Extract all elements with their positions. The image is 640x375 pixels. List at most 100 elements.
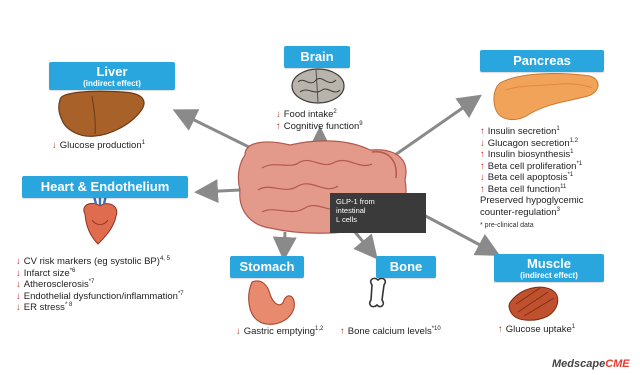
brain-effects: ↓Food intake2↑Cognitive function9 xyxy=(276,109,363,132)
footnote: * pre-clinical data xyxy=(480,220,620,232)
effect-item: ↓Gastric emptying1,2 xyxy=(236,326,323,338)
arrow-down-icon: ↓ xyxy=(16,256,21,267)
arrow-to-liver xyxy=(178,112,255,150)
effect-text: ER stress xyxy=(24,302,65,313)
effect-item: ↓Atherosclerosis*7 xyxy=(16,279,184,291)
stomach-label: Stomach xyxy=(230,256,304,278)
arrow-to-bone xyxy=(355,232,374,255)
reference-superscript: 2 xyxy=(333,109,336,115)
arrow-down-icon: ↓ xyxy=(480,172,485,183)
reference-superscript: 11 xyxy=(560,183,566,189)
stomach-icon xyxy=(249,281,295,324)
bone-label: Bone xyxy=(376,256,436,278)
reference-superscript: 9 xyxy=(359,120,362,126)
effect-text: Cognitive function xyxy=(284,121,360,132)
arrow-to-pancreas xyxy=(395,98,477,155)
effect-item: ↓Food intake2 xyxy=(276,109,363,121)
reference-superscript: 1 xyxy=(142,140,145,146)
arrow-down-icon: ↓ xyxy=(16,302,21,313)
effect-text: Glucagon secretion xyxy=(488,138,570,149)
heart-icon xyxy=(84,195,117,244)
effect-text: CV risk markers (eg systolic BP) xyxy=(24,256,160,267)
pancreas-icon xyxy=(494,74,598,120)
effect-text: Bone calcium levels xyxy=(348,326,432,337)
effect-text: Insulin biosynthesis xyxy=(488,149,570,160)
pancreas-effects: ↑Insulin secretion1↓Glucagon secretion1,… xyxy=(480,126,620,232)
effect-text: Beta cell function xyxy=(488,184,560,195)
arrow-up-icon: ↑ xyxy=(498,324,503,335)
arrow-down-icon: ↓ xyxy=(236,326,241,337)
effect-text: Beta cell apoptosis xyxy=(488,172,568,183)
effect-text: Insulin secretion xyxy=(488,126,557,137)
arrow-down-icon: ↓ xyxy=(276,109,281,120)
reference-superscript: *1 xyxy=(568,172,574,178)
effect-item: ↑Insulin biosynthesis1 xyxy=(480,149,620,161)
effect-item: ↓ER stress* 8 xyxy=(16,302,184,314)
muscle-effects: ↑Glucose uptake1 xyxy=(498,324,575,336)
brain-icon xyxy=(292,69,344,103)
arrow-to-heart xyxy=(200,190,240,192)
bone-icon xyxy=(370,278,386,306)
effect-item: ↑Insulin secretion1 xyxy=(480,126,620,138)
effect-item: ↓CV risk markers (eg systolic BP)4, 5 xyxy=(16,256,184,268)
reference-superscript: 1,2 xyxy=(570,137,578,143)
reference-superscript: *10 xyxy=(432,326,441,332)
reference-superscript: *1 xyxy=(576,160,582,166)
reference-superscript: 4, 5 xyxy=(160,256,170,262)
arrow-up-icon: ↑ xyxy=(340,326,345,337)
liver-label: Liver (indirect effect) xyxy=(49,62,175,90)
arrow-up-icon: ↑ xyxy=(480,149,485,160)
effect-item: ↓Beta cell apoptosis*1 xyxy=(480,172,620,184)
effect-item: ↑Cognitive function9 xyxy=(276,121,363,133)
reference-superscript: 1 xyxy=(572,324,575,330)
reference-superscript: 1 xyxy=(556,126,559,132)
effect-text: Beta cell proliferation xyxy=(488,161,577,172)
reference-superscript: 1 xyxy=(570,149,573,155)
effect-extra-text: Preserved hypoglycemic counter-regulatio… xyxy=(480,195,584,218)
reference-superscript: *7 xyxy=(89,279,95,285)
effect-extra: Preserved hypoglycemic counter-regulatio… xyxy=(480,195,620,218)
glp1-source-box: GLP-1 from intestinal L cells xyxy=(330,193,426,233)
effect-item: ↓Glucose production1 xyxy=(52,140,145,152)
effect-item: ↑Beta cell proliferation*1 xyxy=(480,161,620,173)
arrow-up-icon: ↑ xyxy=(480,161,485,172)
arrow-down-icon: ↓ xyxy=(16,268,21,279)
effect-item: ↓Glucagon secretion1,2 xyxy=(480,138,620,150)
arrow-down-icon: ↓ xyxy=(480,138,485,149)
arrow-up-icon: ↑ xyxy=(276,121,281,132)
pancreas-label: Pancreas xyxy=(480,50,604,72)
arrow-up-icon: ↑ xyxy=(480,184,485,195)
reference-superscript: 1,2 xyxy=(315,326,323,332)
heart-effects: ↓CV risk markers (eg systolic BP)4, 5↓In… xyxy=(16,256,184,314)
effect-item: ↓Endothelial dysfunction/inflammation*7 xyxy=(16,291,184,303)
reference-superscript: 3 xyxy=(557,206,560,212)
effect-item: ↑Glucose uptake1 xyxy=(498,324,575,336)
arrow-to-stomach xyxy=(284,232,285,255)
effect-text: Food intake xyxy=(284,109,334,120)
effect-text: Glucose uptake xyxy=(506,324,572,335)
muscle-icon xyxy=(509,287,558,320)
reference-superscript: *7 xyxy=(178,290,184,296)
reference-superscript: *6 xyxy=(70,267,76,273)
arrow-down-icon: ↓ xyxy=(16,291,21,302)
effect-item: ↑Beta cell function11 xyxy=(480,184,620,196)
bone-effects: ↑Bone calcium levels*10 xyxy=(340,326,441,338)
effect-text: Atherosclerosis xyxy=(24,279,89,290)
effect-text: Infarct size xyxy=(24,268,70,279)
muscle-label: Muscle (indirect effect) xyxy=(494,254,604,282)
effect-text: Endothelial dysfunction/inflammation xyxy=(24,291,178,302)
reference-superscript: * 8 xyxy=(65,302,72,308)
arrow-down-icon: ↓ xyxy=(52,140,57,151)
effect-item: ↑Bone calcium levels*10 xyxy=(340,326,441,338)
brain-label: Brain xyxy=(284,46,350,68)
liver-icon xyxy=(59,91,144,136)
heart-label: Heart & Endothelium xyxy=(22,176,188,198)
effect-item: ↓Infarct size*6 xyxy=(16,268,184,280)
effect-text: Gastric emptying xyxy=(244,326,315,337)
liver-effects: ↓Glucose production1 xyxy=(52,140,145,152)
stomach-effects: ↓Gastric emptying1,2 xyxy=(236,326,323,338)
arrow-down-icon: ↓ xyxy=(16,279,21,290)
arrow-up-icon: ↑ xyxy=(480,126,485,137)
effect-text: Glucose production xyxy=(60,140,142,151)
